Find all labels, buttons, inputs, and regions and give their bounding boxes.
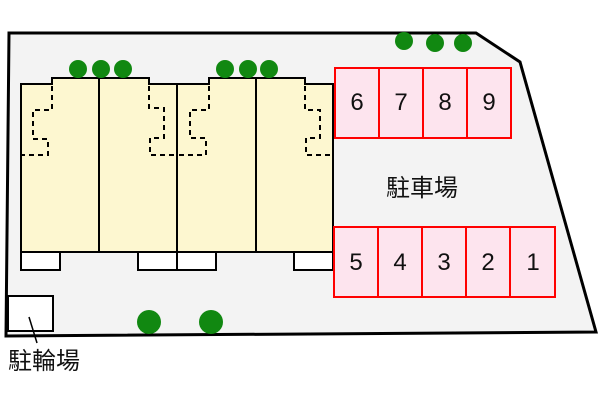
tree-icon: [216, 60, 234, 78]
tree-icon: [426, 34, 444, 52]
stall-number-7: 7: [394, 89, 408, 116]
tree-icon: [199, 310, 223, 334]
unit-4: [255, 77, 334, 253]
bicycle-parking-leader: [28, 316, 38, 344]
stall-number-9: 9: [482, 89, 496, 116]
stall-number-3: 3: [437, 249, 451, 276]
unit-2: [98, 77, 178, 253]
unit-1: [20, 77, 100, 253]
tree-icon: [92, 60, 110, 78]
tree-icon: [69, 60, 87, 78]
tree-icon: [260, 60, 278, 78]
stall-number-2: 2: [481, 249, 495, 276]
tree-icon: [454, 34, 472, 52]
interior-dashed-lines: [21, 86, 333, 156]
entry-steps: [20, 251, 334, 271]
trees: [69, 32, 472, 334]
parking-stalls-bottom: [333, 226, 556, 298]
bicycle-parking-label: 駐輪場: [8, 347, 80, 375]
stall-number-6: 6: [350, 89, 364, 116]
apartment-building: [20, 77, 334, 253]
tree-icon: [239, 60, 257, 78]
stall-number-4: 4: [393, 249, 407, 276]
stall-number-8: 8: [438, 89, 452, 116]
parking-label: 駐車場: [386, 174, 458, 202]
tree-icon: [137, 310, 161, 334]
stall-number-5: 5: [349, 249, 363, 276]
bicycle-parking-area: [7, 295, 54, 332]
parking-stalls-top: [334, 67, 512, 139]
unit-3: [176, 77, 257, 253]
tree-icon: [395, 32, 413, 50]
stall-number-1: 1: [526, 249, 540, 276]
tree-icon: [114, 60, 132, 78]
